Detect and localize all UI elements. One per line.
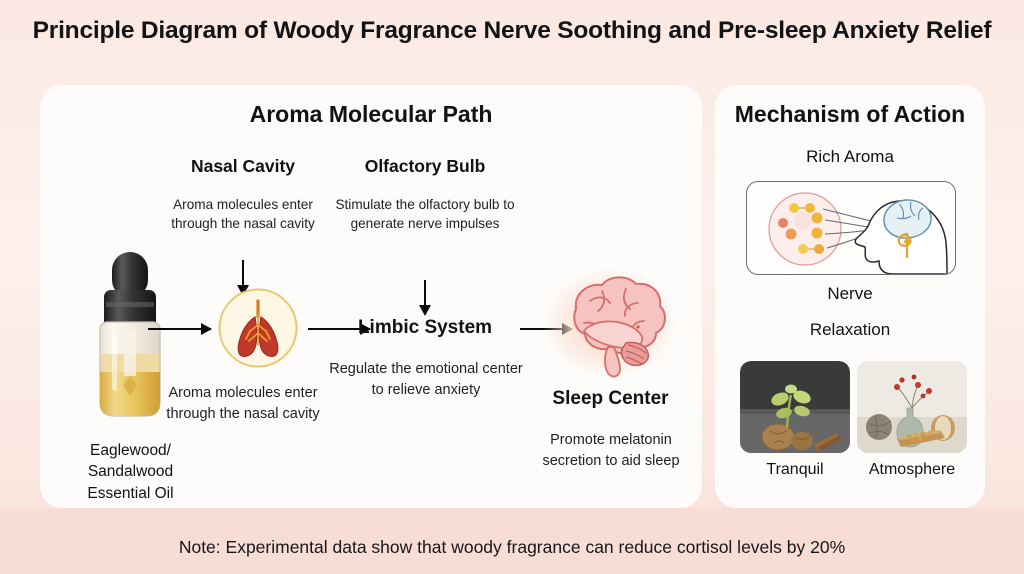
- aroma-molecule-to-brain-diagram-icon: [746, 181, 956, 275]
- nerve-relaxation-label-line1: Nerve: [827, 284, 873, 303]
- step-description-nasal-cavity: Aroma molecules enter through the nasal …: [171, 197, 315, 232]
- step-heading-limbic-system: Limbic System: [357, 317, 493, 338]
- left-panel-title: Aroma Molecular Path: [249, 101, 493, 127]
- arrow-down-to-limbic: [419, 280, 431, 316]
- essential-oil-dropper-bottle-icon: [82, 250, 178, 420]
- thumbnail-atmosphere[interactable]: [857, 361, 967, 453]
- arrow-nasal-to-limbic: [308, 323, 371, 335]
- step-description-limbic-system: Regulate the emotional center to relieve…: [329, 361, 523, 398]
- lungs-icon: [217, 287, 299, 369]
- step-subdescription-nasal-cavity: Aroma molecules enter through the nasal …: [166, 385, 320, 422]
- nerve-relaxation-label-line2: Relaxation: [809, 320, 891, 339]
- brain-icon: [540, 265, 680, 383]
- aroma-molecular-path-panel: Aroma Molecular Path: [40, 85, 702, 508]
- thumbnail-caption-tranquil: Tranquil: [766, 461, 824, 478]
- thumbnail-caption-atmosphere: Atmosphere: [868, 461, 956, 478]
- page-title: Principle Diagram of Woody Fragrance Ner…: [32, 17, 992, 44]
- step-heading-nasal-cavity: Nasal Cavity: [190, 156, 296, 176]
- arrow-bottle-to-nasal: [148, 323, 212, 335]
- thumbnail-tranquil[interactable]: [740, 361, 850, 453]
- rich-aroma-label: Rich Aroma: [806, 147, 894, 166]
- step-heading-olfactory-bulb: Olfactory Bulb: [364, 156, 486, 176]
- step-description-olfactory-bulb: Stimulate the olfactory bulb to generate…: [335, 197, 515, 232]
- arrow-down-to-lungs: [237, 260, 249, 296]
- step-heading-sleep-center: Sleep Center: [552, 388, 669, 409]
- footer-band: [0, 508, 1024, 574]
- step-description-sleep-center: Promote melatonin secretion to aid sleep: [542, 432, 680, 469]
- mechanism-of-action-panel: Mechanism of Action Rich Aroma Nerve Re: [715, 85, 985, 508]
- source-caption: Eaglewood/ Sandalwood Essential Oil: [87, 442, 174, 502]
- right-panel-title: Mechanism of Action: [734, 101, 966, 127]
- footer-note: Note: Experimental data show that woody …: [178, 537, 846, 557]
